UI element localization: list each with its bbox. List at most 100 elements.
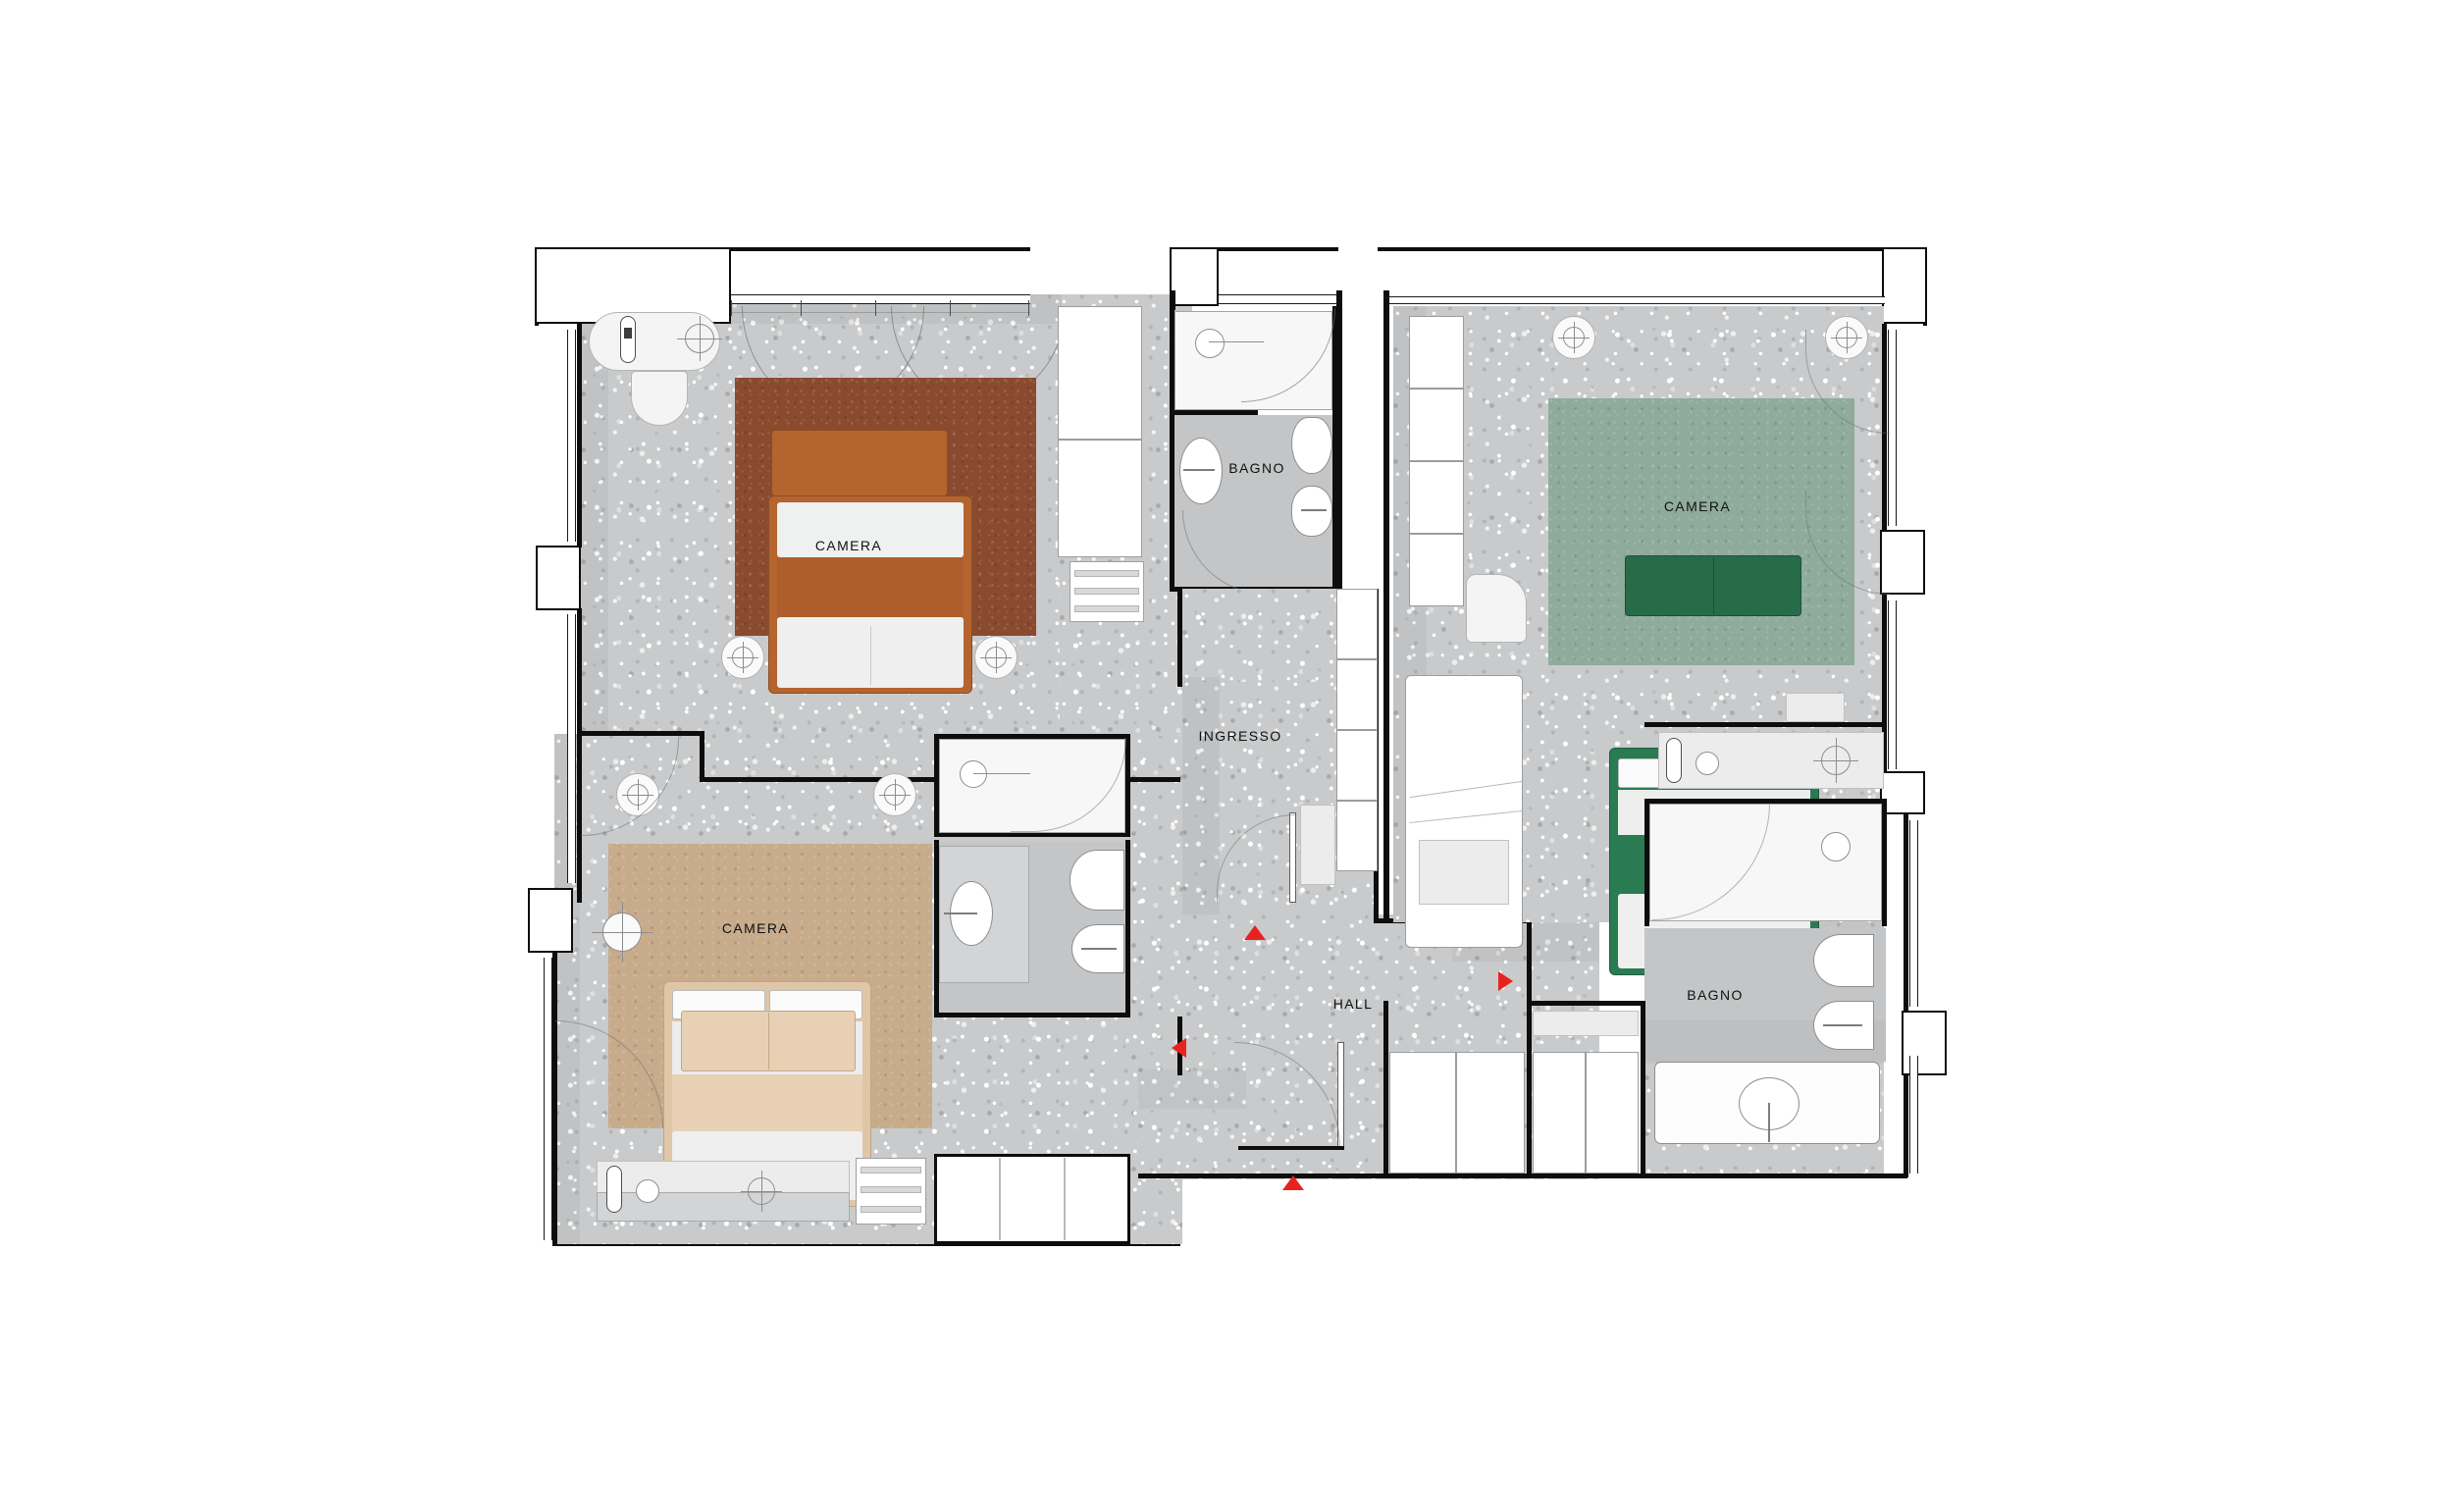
marker-entry-up [1282,1175,1304,1190]
shower-right-wall-right [1882,799,1887,926]
wc-bagno-right [1813,934,1874,987]
shower-drain-line-top [1209,341,1264,342]
bagno-top-wall-right [1332,306,1337,591]
vanity-right-wall-top [1644,722,1886,727]
closet-green-1 [1409,316,1464,389]
crosshair-bottom-left [740,1170,783,1213]
right-wing-wall-right-d [1904,1050,1908,1177]
wc-midbath [1069,850,1124,911]
hall-closet-wall-b [1527,1001,1532,1177]
glazed-block-bottom-mid [934,1154,1130,1244]
dim-tick-1 [731,300,732,316]
room-label-camera-green: CAMERA [1663,498,1732,514]
beige-room-wall-step [700,731,704,782]
glazing-top-mid [1219,294,1336,304]
window-left-lower [528,888,573,953]
glazing-left-c [544,958,552,1240]
spine-wall-upper [1336,290,1342,589]
bed-throw-orange [777,557,964,618]
crosshair-nightstand-green-left [1557,321,1591,354]
midbath2-wall-left [934,840,939,1017]
marker-hall-right [1498,971,1513,991]
room-label-ingresso: INGRESSO [1198,728,1282,744]
room-label-bagno-top: BAGNO [1228,460,1285,476]
lavabo-bagno-top [1179,438,1223,504]
basin-shower-midbath [960,760,987,788]
closet-ingresso-2 [1336,659,1378,730]
midbath-wall-mid [934,832,1130,837]
bed-camera-orange [768,495,972,694]
exterior-wall-left-a [577,324,582,547]
hall-console [1533,1011,1639,1036]
bathtub-top-left [589,312,720,371]
tap-detail-top-left [624,328,632,339]
corridor-wall-hall-div3 [1527,1001,1644,1006]
bench-camera-orange [771,430,948,496]
glazing-top-right [1384,296,1885,304]
crosshair-vanity-right [1813,738,1858,783]
outer-wall-top-right [1378,247,1927,251]
corridor-wall-left-a [1177,589,1182,687]
right-wing-wall-bottom [1383,1173,1907,1178]
midbath-wall-left [934,734,939,837]
tap-fitting-bottom-left [606,1166,622,1213]
shelf-bar-1 [861,1167,921,1173]
corridor-wall-hall-div2 [1527,918,1532,1003]
midbath-wall-top [934,734,1130,739]
bidet-tap-bagno-right [1823,1024,1862,1026]
wardrobe-top-mid [1058,306,1142,440]
shelf-upper-bar-2 [1074,588,1139,595]
closet-ingresso-4 [1336,801,1378,871]
wc-top-left [631,371,688,426]
crosshair-bath-top-left [677,316,722,361]
bench-seam-beige [768,1013,769,1069]
corridor-wall-bottom [1138,1173,1599,1178]
hall-closet-2 [1456,1052,1525,1173]
rug-camera-green [1548,398,1854,665]
counter-base-bottom-left [597,1192,850,1222]
bagno-top-wall-left2 [1170,414,1174,591]
tap-fitting-top-left [620,316,636,363]
glazing-right-c [1909,820,1918,1007]
shower-line-midbath [973,773,1030,774]
room-label-hall: HALL [1332,996,1374,1012]
window-head-mid [1170,247,1219,306]
outer-wall-top-mid [1170,247,1338,251]
beige-room-wall-left [577,731,582,760]
wardrobe-walkin-drawer [1419,840,1509,905]
closet-green-3 [1409,461,1464,534]
shelving-bottom-left [856,1158,926,1225]
shelf-right-small [1786,693,1845,722]
shelf-upper-bar-3 [1074,605,1139,612]
shadow-hall-left [1138,1069,1246,1109]
lavabo-tap-bagno-top [1183,469,1215,471]
glazing-top-left [731,294,1030,304]
beige-room-wall-top [582,731,700,736]
outer-wall-bottom [552,1242,1180,1246]
shower-right-wall-left [1644,799,1649,926]
room-label-bagno-right: BAGNO [1687,987,1744,1003]
exterior-wall-left-c [552,952,557,1246]
marker-hall-up [1244,925,1266,940]
right-wing-wall-right-b [1882,595,1887,771]
shower-right-wall-top [1644,799,1886,804]
right-wing-wall-right-c [1904,814,1908,1011]
shelf-bar-2 [861,1186,921,1193]
tap-fitting-vanity-right [1666,738,1682,783]
bidet-bagno-top [1291,486,1332,537]
window-right-lower [1902,1011,1947,1075]
room-label-camera-orange: CAMERA [814,538,883,553]
bed-foot-seam-orange [870,626,871,685]
shelf-upper-bar-1 [1074,570,1139,577]
bagno-top-wall-mid [1170,410,1258,415]
basin-shower-top [1195,329,1225,358]
window-left-upper [536,546,581,610]
glazing-right-d [1909,1056,1918,1173]
hall-closet-4 [1586,1052,1639,1173]
outer-wall-top-left [535,247,1030,251]
bidet-tap-bagno-top [1301,509,1327,511]
shelving-upper-left [1069,561,1144,622]
bed-throw-beige [672,1074,862,1133]
glazed-block-mullion-1 [999,1158,1001,1240]
